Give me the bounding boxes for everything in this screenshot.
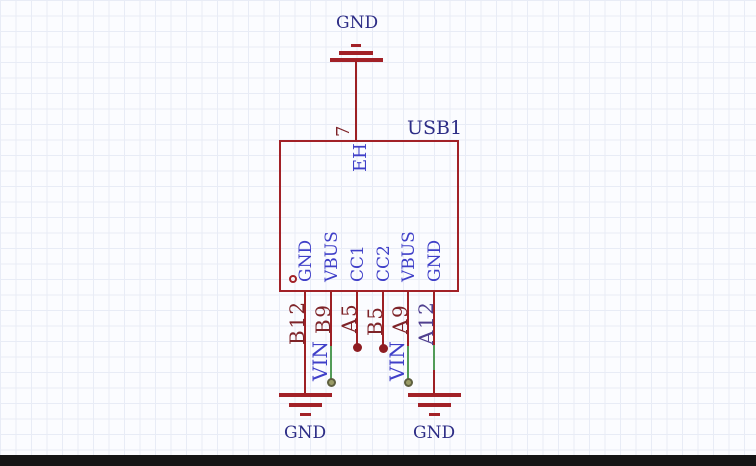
ground-bar-wide bbox=[329, 58, 383, 62]
ground-bar-small bbox=[299, 413, 311, 416]
pin-name-gnd-1: GND bbox=[296, 239, 316, 282]
wire-pin-a12-upper[interactable] bbox=[432, 291, 436, 346]
ground-bar-medium bbox=[288, 403, 322, 407]
bottom-edge-bar bbox=[0, 455, 756, 466]
wire-pin-b5[interactable] bbox=[381, 291, 385, 345]
unconnected-dot-a9-icon bbox=[403, 378, 413, 387]
designator-label[interactable]: USB1 bbox=[407, 117, 463, 139]
wire-pin-a9-vin[interactable] bbox=[406, 346, 410, 379]
gnd-net-label-top[interactable]: GND bbox=[336, 13, 379, 33]
component-body-usb1[interactable] bbox=[279, 140, 459, 292]
wire-pin-b12-gnd[interactable] bbox=[303, 291, 307, 394]
wire-pin-a9[interactable] bbox=[406, 291, 410, 347]
pin-name-cc1: CC1 bbox=[348, 245, 368, 282]
wire-pin-a5[interactable] bbox=[355, 291, 359, 344]
wire-pin-a12-lower[interactable] bbox=[432, 370, 436, 394]
wire-pin-b9[interactable] bbox=[329, 291, 333, 347]
wire-pin-a12-green[interactable] bbox=[432, 345, 436, 371]
vin-net-label-right[interactable]: VIN bbox=[385, 341, 409, 381]
vin-net-label-left[interactable]: VIN bbox=[308, 341, 332, 381]
pin-name-cc2: CC2 bbox=[374, 245, 394, 282]
wire-pin-b9-vin[interactable] bbox=[329, 346, 333, 379]
wire-top-gnd[interactable] bbox=[354, 61, 358, 141]
unconnected-dot-b9-icon bbox=[326, 378, 336, 387]
gnd-net-label-bottom-left[interactable]: GND bbox=[284, 423, 327, 443]
wire-end-dot-a5-icon bbox=[352, 343, 362, 352]
ground-bar-wide bbox=[278, 393, 332, 397]
component-value-label[interactable]: EH bbox=[350, 143, 371, 172]
ground-bar-small bbox=[428, 413, 440, 416]
pin-name-vbus-2: VBUS bbox=[399, 231, 419, 282]
gnd-net-label-bottom-right[interactable]: GND bbox=[413, 423, 456, 443]
ground-bar-wide bbox=[407, 393, 461, 397]
ground-bar-medium bbox=[339, 51, 373, 55]
ground-bar-medium bbox=[417, 403, 451, 407]
wire-end-dot-b5-icon bbox=[378, 344, 388, 353]
top-pin-number[interactable]: 7 bbox=[333, 125, 354, 137]
pin-name-vbus-1: VBUS bbox=[322, 231, 342, 282]
polarity-marker-ring-icon bbox=[289, 275, 297, 283]
pin-name-gnd-2: GND bbox=[425, 239, 445, 282]
ground-bar-small bbox=[351, 44, 361, 47]
